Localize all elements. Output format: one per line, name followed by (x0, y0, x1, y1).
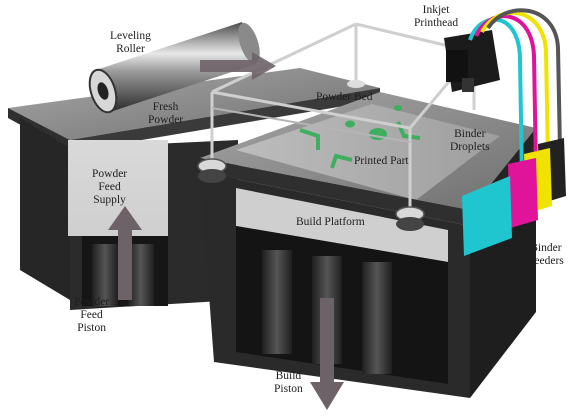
label-powder-feed-piston-line-3: Piston (77, 322, 106, 334)
label-binder-droplets: Binder Droplets (450, 128, 490, 154)
build-piston-arrow (310, 298, 344, 410)
label-binder-feeders: Binder Feeders (528, 242, 564, 268)
powder-feed-piston-arrow (108, 206, 142, 300)
powder-bed (236, 104, 500, 200)
label-inkjet-printhead-line-2: Printhead (414, 17, 459, 29)
label-powder-bed-text: Powder Bed (316, 91, 373, 103)
label-binder-feeders-line-2: Feeders (528, 255, 564, 267)
binder-feeders (462, 138, 566, 256)
label-leveling-roller-line-2: Roller (116, 43, 145, 55)
label-fresh-powder-line-2: Powder (148, 114, 184, 126)
gantry-frame (210, 22, 476, 212)
printed-part (299, 105, 421, 169)
label-printed-part: Printed Part (354, 155, 409, 168)
label-powder-feed-piston-line-2: Feed (80, 309, 103, 321)
label-build-piston-line-1: Build (275, 370, 302, 382)
label-build-platform-text: Build Platform (296, 216, 365, 228)
label-powder-feed-piston-line-1: Powder (74, 296, 110, 308)
label-leveling-roller: Leveling Roller (110, 30, 151, 56)
label-powder-feed-supply-line-2: Feed (98, 181, 121, 193)
label-powder-feed-supply-line-1: Powder (92, 168, 128, 180)
cyan-cartridge (462, 176, 512, 256)
gantry-feet (197, 80, 425, 231)
build-window (236, 188, 448, 262)
label-powder-feed-supply: Powder Feed Supply (92, 168, 127, 207)
label-fresh-powder-line-1: Fresh (152, 101, 179, 113)
label-inkjet-printhead: Inkjet Printhead (414, 4, 458, 30)
label-build-platform: Build Platform (296, 216, 365, 229)
label-powder-feed-supply-line-3: Supply (93, 194, 126, 206)
label-powder-feed-piston: Powder Feed Piston (74, 296, 109, 335)
inkjet-printhead (444, 30, 500, 92)
label-build-piston: Build Piston (274, 370, 303, 396)
label-leveling-roller-line-1: Leveling (110, 30, 151, 42)
label-fresh-powder: Fresh Powder (148, 101, 183, 127)
binder-tubes (468, 8, 562, 181)
leveling-roller (88, 22, 260, 114)
label-build-piston-line-2: Piston (274, 383, 303, 395)
roller-direction-arrow (200, 52, 276, 80)
label-powder-bed: Powder Bed (316, 91, 373, 104)
label-binder-droplets-line-1: Binder (454, 128, 486, 140)
label-inkjet-printhead-line-1: Inkjet (422, 4, 450, 16)
magenta-cartridge (508, 158, 538, 228)
label-binder-droplets-line-2: Droplets (450, 141, 490, 153)
label-binder-feeders-line-1: Binder (530, 242, 562, 254)
label-printed-part-text: Printed Part (354, 155, 409, 167)
